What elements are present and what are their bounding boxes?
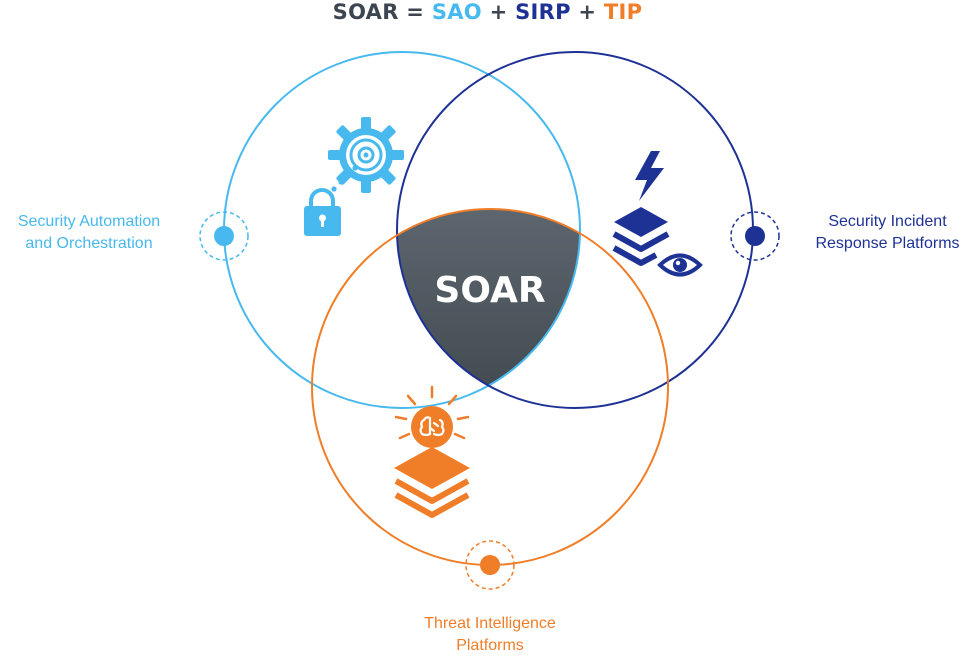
title-tip: TIP [603,0,643,24]
eye-icon [657,253,703,277]
soar-center-label: SOAR [434,270,545,311]
tip-label: Threat Intelligence Platforms [390,613,590,657]
sao-label: Security Automation and Orchestration [0,211,178,255]
sirp-label-line-1: Security Incident [828,213,947,230]
title-plus-1: + [481,0,516,24]
sao-label-line-1: Security Automation [17,213,161,230]
brain-bulb-layers-icon [394,385,470,518]
tip-marker [465,540,515,590]
tip-label-line-2: Platforms [456,637,524,654]
sirp-label-line-2: Response Platforms [815,235,960,252]
tip-layers-icon [394,447,470,518]
title-plus-2: + [570,0,604,24]
title-equals: = [398,0,432,24]
diagram-title: SOAR = SAO + SIRP + TIP [0,0,975,24]
brain-icon [419,416,445,437]
sirp-marker [730,211,780,261]
title-sao: SAO [431,0,482,24]
sirp-label: Security Incident Response Platforms [800,211,975,255]
lightning-icon [635,151,664,201]
tip-label-line-1: Threat Intelligence [424,615,556,632]
lightning-layers-eye-icon [612,151,703,277]
layers-icon [612,207,670,266]
sao-label-line-2: and Orchestration [25,235,153,252]
lock-icon [304,188,341,236]
sao-marker [199,211,249,261]
title-soar: SOAR [332,0,399,24]
title-sirp: SIRP [515,0,571,24]
gear-lock-icon [304,117,404,236]
